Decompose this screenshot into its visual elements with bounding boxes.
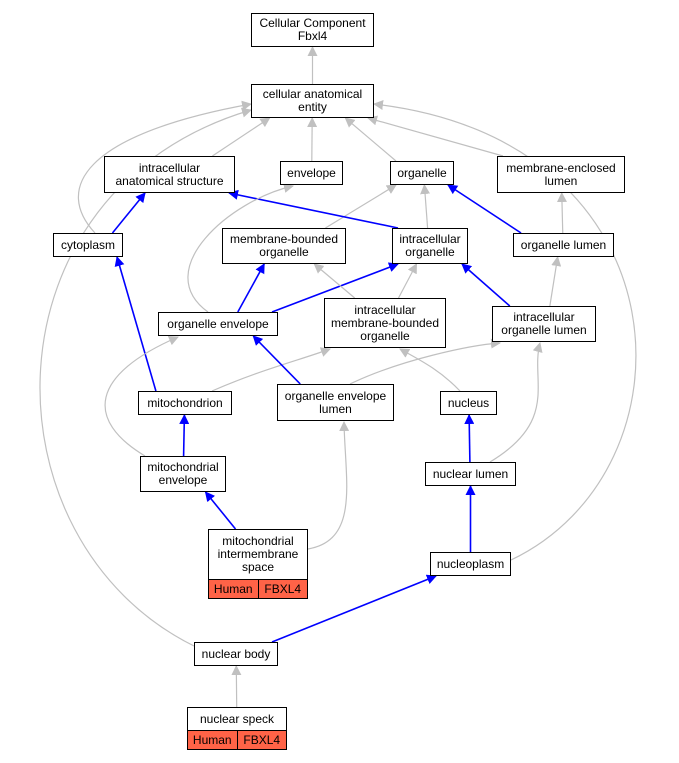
edge-oe-to-mbo [237,263,265,313]
node-oe[interactable]: organelle envelope [158,312,278,336]
edge-cytoplasm-to-ias [111,192,146,234]
node-nl[interactable]: nuclear lumen [425,462,516,486]
node-label: membrane-enclosed lumen [506,160,616,188]
node-iol[interactable]: intracellular organelle lumen [492,306,596,342]
node-label: nuclear speck [199,711,275,726]
node-mel[interactable]: membrane-enclosed lumen [497,156,625,193]
edge-iol-to-io [461,263,511,307]
node-label: nuclear body [201,646,271,661]
node-label: mitochondrial envelope [147,460,219,487]
node-ias[interactable]: intracellular anatomical structure [104,156,235,193]
edge-oe-to-io [271,262,399,313]
edge-mis-to-oel [307,421,350,550]
node-label: organelle envelope lumen [284,388,387,416]
node-root[interactable]: Cellular Component Fbxl4 [251,13,374,47]
edge-mel-to-cae [367,115,504,157]
node-nb[interactable]: nuclear body [194,642,278,666]
node-label: intracellular organelle [399,232,461,259]
edge-ol-to-organelle [447,184,522,234]
edge-me-to-oe [104,335,179,457]
node-label: nucleus [447,395,490,410]
edge-imbo-to-mbo [313,263,356,299]
node-label: organelle lumen [520,237,607,252]
node-label: mitochondrion [147,395,223,410]
node-io[interactable]: intracellular organelle [392,228,468,264]
node-me[interactable]: mitochondrial envelope [140,456,226,492]
annotation-badge-human[interactable]: Human [188,731,237,749]
edge-oe-to-envelope [187,183,294,313]
node-oel[interactable]: organelle envelope lumen [277,384,394,421]
edge-np-to-cae [373,100,637,561]
edge-nl-to-nucleus [464,414,475,463]
node-ol[interactable]: organelle lumen [513,233,614,257]
edge-io-to-organelle [420,184,431,229]
edge-oel-to-iol [349,338,501,385]
node-mito[interactable]: mitochondrion [138,391,232,415]
node-imbo[interactable]: intracellular membrane-bounded organelle [324,298,446,348]
edge-oel-to-oe [252,335,301,385]
annotation-badge-human[interactable]: Human [209,580,258,598]
node-mbo[interactable]: membrane-bounded organelle [222,228,346,264]
node-organelle[interactable]: organelle [390,161,454,185]
edge-io-to-ias [228,189,399,229]
edge-imbo-to-io [397,263,418,299]
node-label: intracellular organelle lumen [501,310,587,337]
edge-organelle-to-cae [344,117,397,162]
edge-iol-to-ol [549,256,562,307]
edge-nl-to-iol [489,342,543,463]
edge-me-to-mito [179,414,190,457]
node-cytoplasm[interactable]: cytoplasm [53,233,123,257]
node-label: intracellular membrane-bounded organelle [330,302,440,343]
edge-mito-to-imbo [211,347,331,392]
edge-cytoplasm-to-cae [77,100,252,234]
node-label: Cellular Component Fbxl4 [259,16,366,43]
annotation-badge-fbxl4[interactable]: FBXL4 [236,731,286,749]
node-label: intracellular anatomical structure [115,160,224,188]
edge-nb-to-np [271,574,437,643]
node-envelope[interactable]: envelope [280,161,343,185]
node-label: membrane-bounded organelle [229,232,339,259]
node-label: envelope [287,165,336,180]
edge-ias-to-cae [212,117,271,157]
node-label: organelle envelope [167,316,269,331]
node-label: mitochondrial intermembrane space [217,534,299,574]
node-label: cytoplasm [60,237,116,252]
edge-nucleus-to-imbo [399,348,461,392]
node-label: cellular anatomical entity [262,87,363,114]
node-label: nucleoplasm [436,556,505,571]
node-label: nuclear lumen [432,466,509,481]
edge-mis-to-me [204,491,237,530]
annotation-badge-fbxl4[interactable]: FBXL4 [257,580,307,598]
node-label: organelle [397,165,447,180]
edge-mito-to-cytoplasm [114,256,157,392]
node-cae[interactable]: cellular anatomical entity [251,84,374,118]
edge-ol-to-mel [556,192,567,234]
node-np[interactable]: nucleoplasm [430,552,511,576]
node-nucleus[interactable]: nucleus [440,391,497,415]
edge-mbo-to-organelle [325,184,397,229]
